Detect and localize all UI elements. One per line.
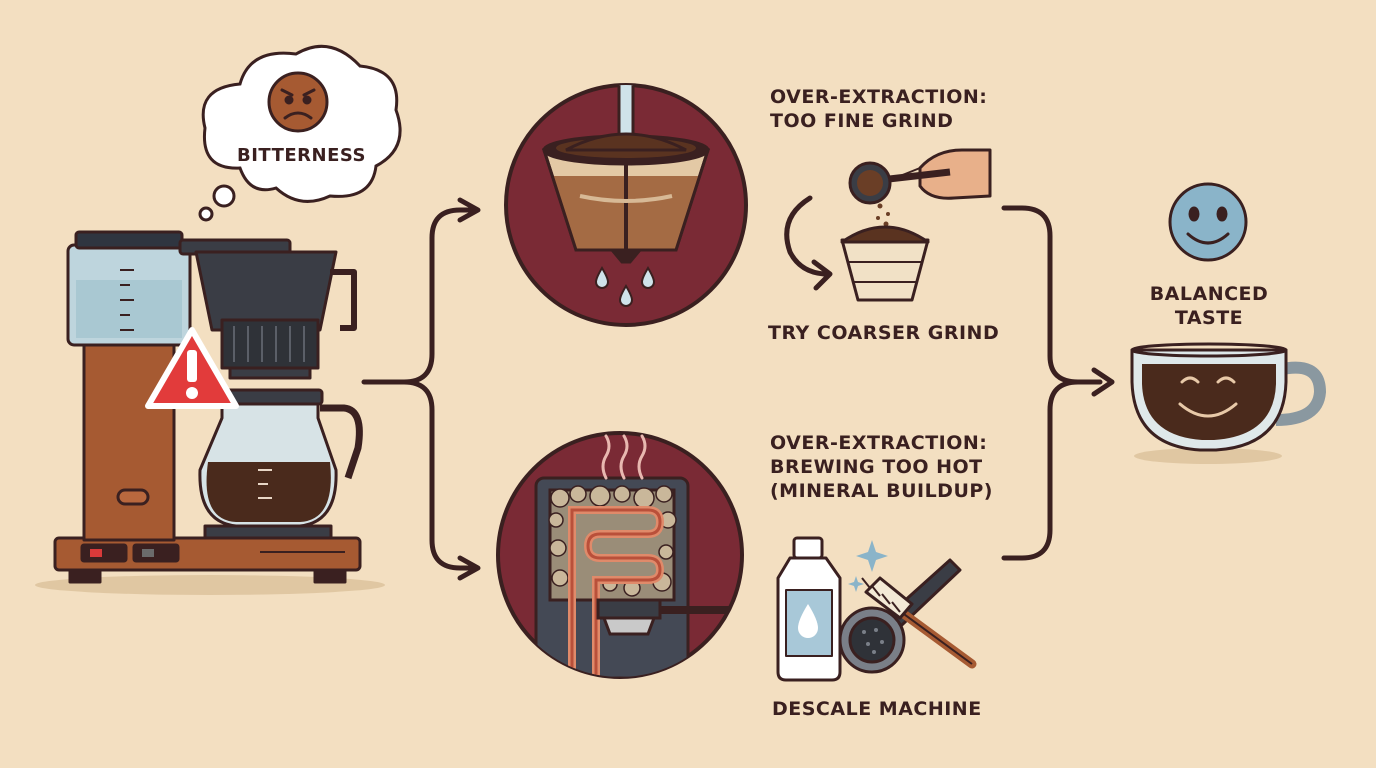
bottom-cause-label: OVER-EXTRACTION: BREWING TOO HOT (MINERA… [770, 432, 993, 503]
coffee-maker [35, 230, 385, 595]
steam-icon [601, 434, 647, 480]
warning-icon [145, 327, 239, 409]
smiley-icon [1168, 182, 1248, 262]
top-cause-line-2: TOO FINE GRIND [770, 109, 954, 132]
connector-lines [361, 195, 1115, 581]
balanced-taste-line-2: TASTE [1174, 306, 1244, 329]
sparkle-icon [848, 540, 888, 592]
top-cause-label: OVER-EXTRACTION: TOO FINE GRIND [770, 86, 987, 134]
fine-grind-illustration [504, 83, 748, 327]
balanced-taste-line-1: BALANCED [1149, 283, 1269, 305]
sad-face-icon [267, 71, 329, 133]
descale-illustration [776, 536, 977, 682]
bitterness-label: BITTERNESS [237, 145, 367, 166]
top-cause-line-1: OVER-EXTRACTION: [770, 86, 988, 108]
coarser-grind-label: TRY COARSER GRIND [768, 322, 1000, 344]
bottom-cause-line-1: OVER-EXTRACTION: [770, 432, 988, 454]
mineral-buildup-illustration [496, 431, 744, 679]
coarser-grind-illustration [840, 148, 992, 302]
bottom-cause-line-2: BREWING TOO HOT [770, 455, 983, 478]
balanced-taste-label: BALANCED TASTE [1128, 283, 1290, 331]
bottom-cause-line-3: (MINERAL BUILDUP) [770, 479, 993, 502]
coffee-cup [1130, 342, 1326, 464]
descale-machine-label: DESCALE MACHINE [772, 698, 982, 720]
